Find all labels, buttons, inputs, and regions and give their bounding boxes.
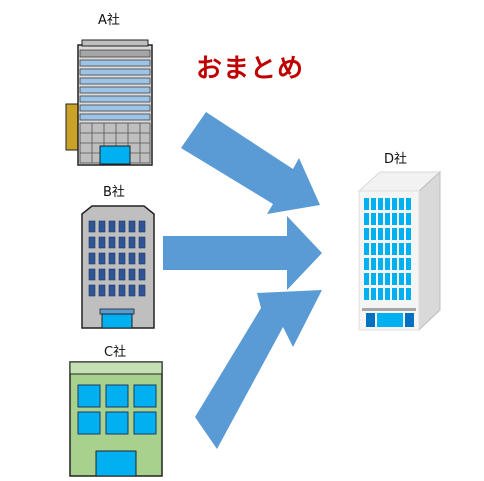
building-c-icon [69, 361, 163, 477]
label-company-a: A社 [98, 13, 120, 28]
label-company-c: C社 [104, 345, 127, 360]
arrow-c-to-d [195, 290, 322, 449]
arrow-b-to-d [163, 216, 322, 290]
building-a-icon [65, 39, 153, 166]
building-d-icon [357, 170, 442, 332]
page-title: おまとめ [196, 54, 305, 84]
label-company-b: B社 [103, 185, 125, 200]
building-b-icon [81, 205, 155, 329]
arrow-a-to-d [181, 112, 320, 214]
label-company-d: D社 [384, 152, 408, 167]
